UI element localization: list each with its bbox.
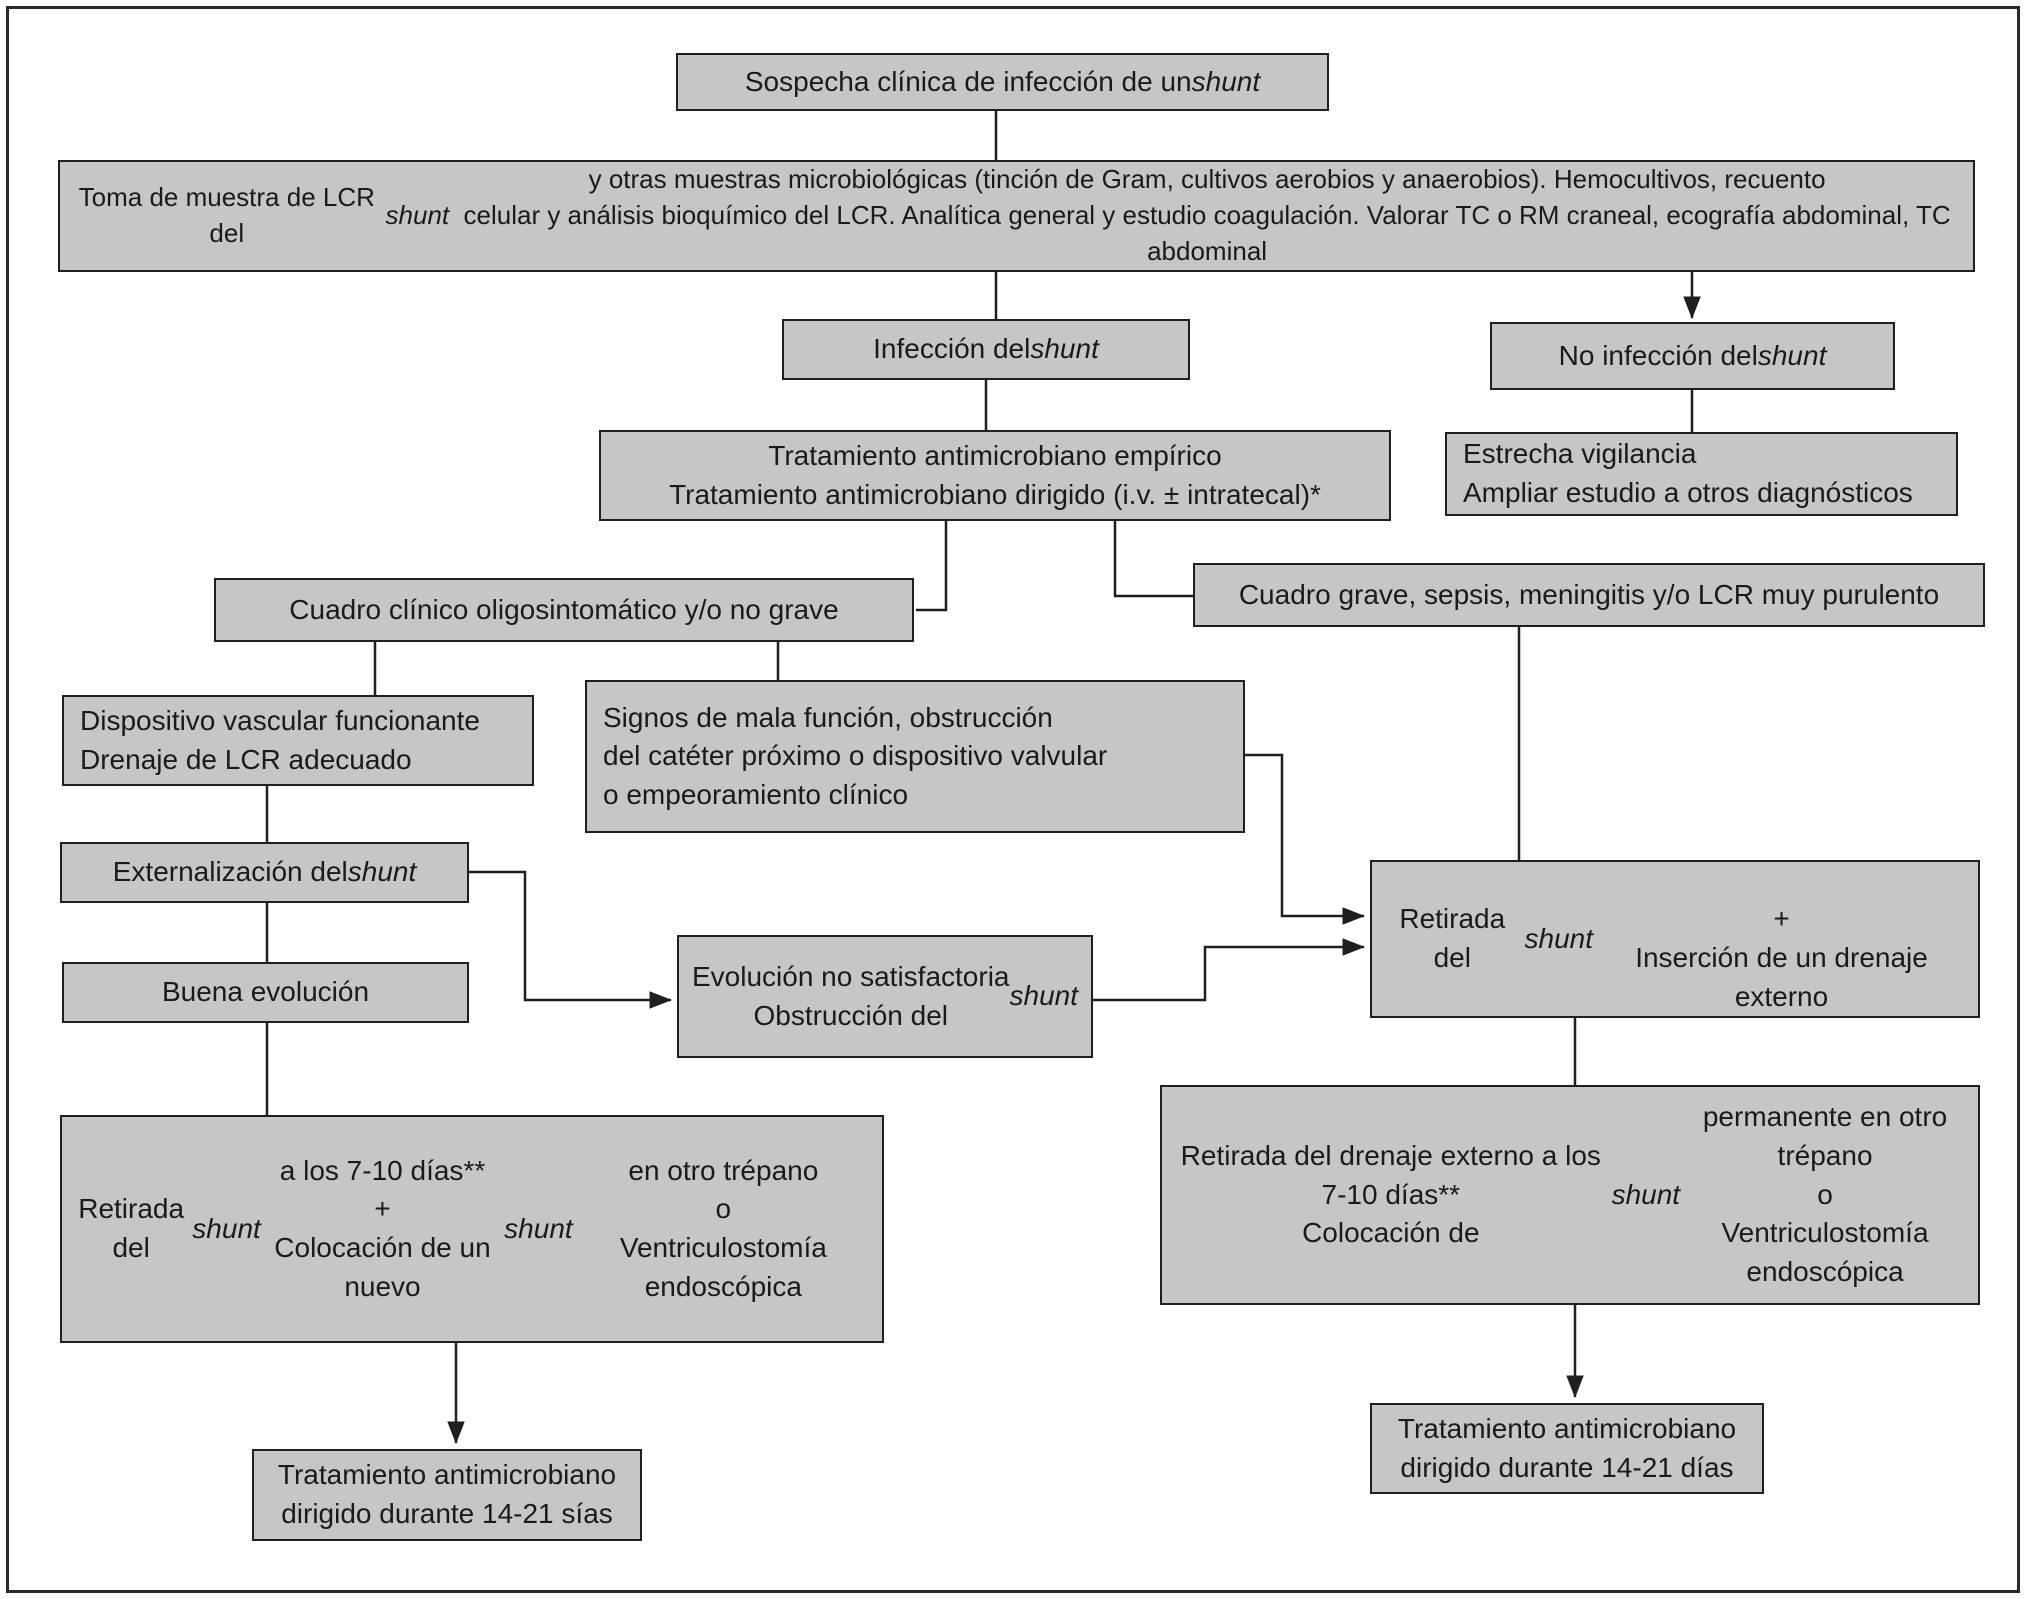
- node-shunt-externalization: Externalización del shunt: [60, 842, 469, 903]
- node-mild-clinical-picture: Cuadro clínico oligosintomático y/o no g…: [214, 578, 914, 642]
- connector-signs-to-shunt-removal: [1245, 753, 1365, 925]
- connector-empirical-to-mild: [916, 521, 948, 612]
- node-no-shunt-infection: No infección del shunt: [1490, 322, 1895, 390]
- node-external-drain-removal-7-10-days: Retirada del drenaje externo a los 7-10 …: [1160, 1085, 1980, 1305]
- node-shunt-infection: Infección del shunt: [782, 319, 1190, 380]
- node-severe-clinical-picture: Cuadro grave, sepsis, meningitis y/o LCR…: [1193, 563, 1985, 627]
- connector-externalization-to-unsatisfactory: [469, 870, 672, 1009]
- node-good-evolution: Buena evolución: [62, 962, 469, 1023]
- node-sample-collection: Toma de muestra de LCR del shunt y otras…: [58, 160, 1975, 272]
- node-shunt-removal-external-drain: Retirada del shunt+Inserción de un drena…: [1370, 860, 1980, 1018]
- connector-empirical-to-severe: [1113, 521, 1193, 598]
- node-clinical-suspicion: Sospecha clínica de infección de un shun…: [676, 53, 1329, 111]
- connector-unsatisfactory-to-shunt-removal: [1093, 938, 1365, 1002]
- figure-border: [6, 6, 2020, 1593]
- node-shunt-removal-7-10-days: Retirada del shunt a los 7-10 días**+Col…: [60, 1115, 884, 1343]
